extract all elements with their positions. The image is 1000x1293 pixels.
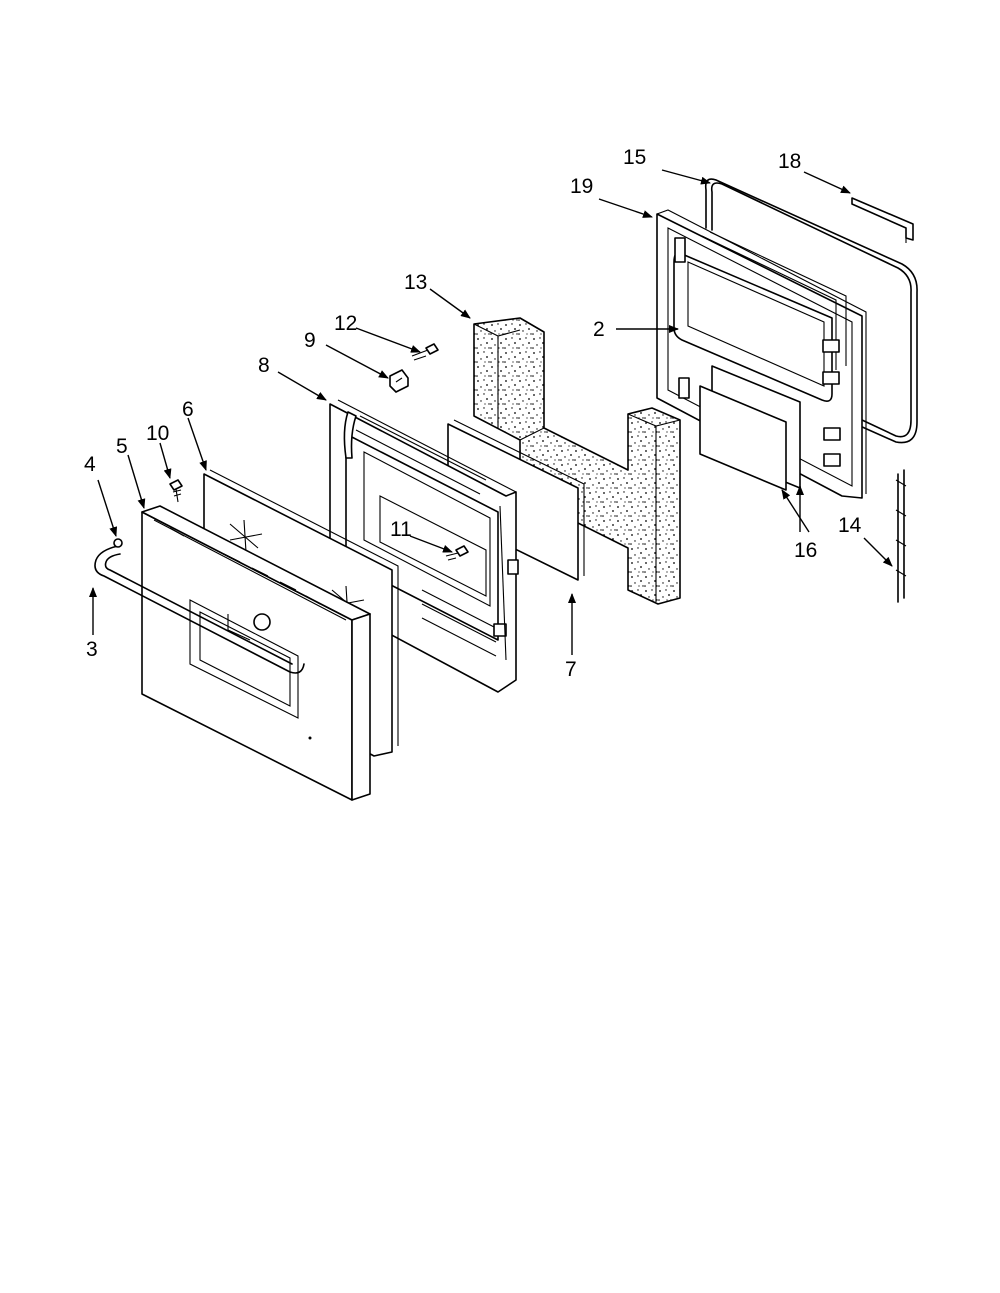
- callout-9: 9: [304, 329, 316, 352]
- part-10-screw: [169, 479, 183, 503]
- callout-16: 16: [794, 539, 817, 562]
- callout-labels: 15 18 19 2 13 12 9 8 6 10 5 4 3 11 7 16 …: [84, 146, 862, 681]
- callout-6: 6: [182, 398, 194, 421]
- leader-lines: [89, 169, 893, 655]
- part-18-top-trim: [851, 197, 914, 243]
- callout-10: 10: [146, 422, 169, 445]
- part-3-door-handle: [94, 545, 305, 674]
- part-5-outer-door-panel: [141, 505, 371, 801]
- callout-12: 12: [334, 312, 357, 335]
- callout-18: 18: [778, 150, 801, 173]
- callout-14: 14: [838, 514, 862, 537]
- part-19-inner-door-liner: [656, 209, 867, 499]
- part-4-screw: [113, 538, 123, 548]
- part-14-hinge-strip: [895, 469, 907, 603]
- callout-4: 4: [84, 453, 96, 476]
- callout-3: 3: [86, 638, 98, 661]
- callout-7: 7: [565, 658, 577, 681]
- callout-5: 5: [116, 435, 128, 458]
- part-11-screw: [445, 545, 469, 561]
- part-12-screw: [411, 343, 439, 361]
- callout-19: 19: [570, 175, 593, 198]
- callout-11: 11: [390, 518, 412, 541]
- callout-8: 8: [258, 354, 270, 377]
- part-9-clip: [389, 369, 409, 393]
- callout-2: 2: [593, 318, 605, 341]
- callout-13: 13: [404, 271, 427, 294]
- callout-15: 15: [623, 146, 646, 169]
